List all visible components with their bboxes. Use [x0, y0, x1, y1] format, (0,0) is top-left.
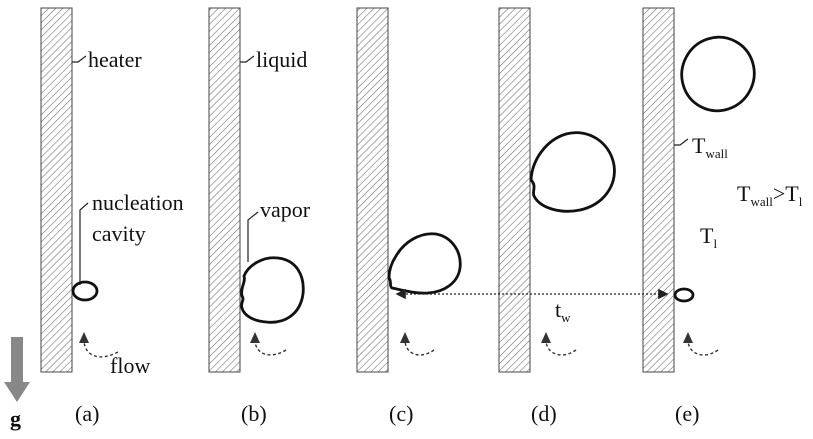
panel-label-c: (c) [389, 401, 413, 426]
flow-arrow-b [250, 332, 287, 356]
nucleation-label: nucleation [92, 190, 184, 215]
liquid-leader [240, 55, 255, 63]
tw-label: tw [555, 297, 571, 325]
bubble-a [71, 280, 99, 302]
panel-label-b: (b) [241, 401, 267, 426]
tl-label: Tl [700, 223, 717, 251]
bubble-c [387, 232, 462, 295]
liquid-label: liquid [256, 47, 307, 72]
bubble-e [680, 35, 756, 113]
heater-wall-d [498, 7, 531, 373]
flow-arrow-a [79, 332, 119, 358]
bubble-d [529, 131, 616, 213]
gravity-label: g [10, 406, 21, 431]
panel-label-e: (e) [675, 401, 699, 426]
heater-wall-e [642, 7, 675, 373]
bubble-b [240, 256, 305, 324]
twall-label: Twall [692, 133, 728, 161]
flow-label: flow [110, 353, 150, 378]
cavity-label: cavity [92, 221, 146, 246]
temperature-relation: Twall>Tl [737, 181, 803, 209]
heater-leader [72, 55, 87, 63]
flow-arrow-c [400, 332, 435, 356]
gravity-arrow [4, 337, 30, 402]
panel-label-a: (a) [75, 401, 99, 426]
flow-arrow-d [541, 332, 577, 356]
flow-arrow-e [683, 332, 719, 356]
heater-wall-b [208, 7, 241, 373]
heater-wall-c [356, 7, 389, 373]
bubble-e-small [673, 287, 695, 303]
panel-label-d: (d) [531, 401, 557, 426]
heater-label: heater [88, 47, 142, 72]
vapor-label: vapor [260, 197, 311, 222]
heater-wall-a [40, 7, 73, 373]
nucleation-leader [79, 202, 89, 285]
twall-leader [674, 138, 689, 146]
vapor-leader [247, 211, 259, 262]
